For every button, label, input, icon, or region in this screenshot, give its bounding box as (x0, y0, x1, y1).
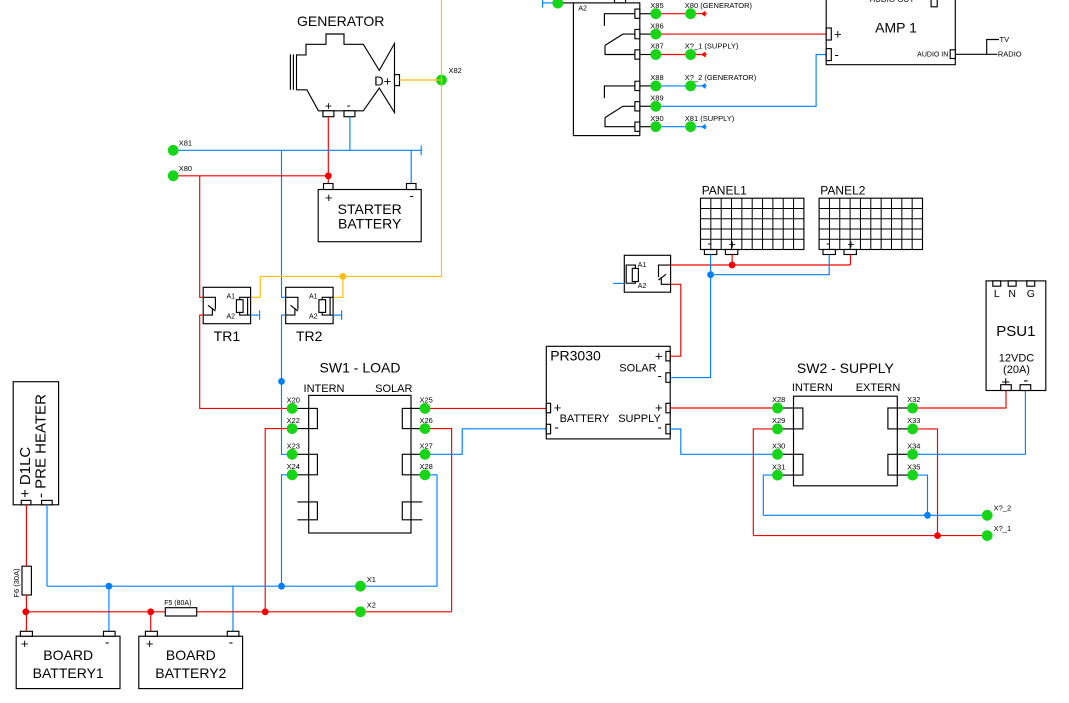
svg-text:X88: X88 (650, 73, 663, 82)
svg-text:PSU1: PSU1 (996, 323, 1035, 340)
svg-text:X29: X29 (772, 416, 785, 425)
svg-text:X22: X22 (287, 416, 300, 425)
svg-text:X1: X1 (367, 575, 376, 584)
svg-text:BATTERY: BATTERY (338, 216, 402, 232)
svg-text:-: - (229, 635, 233, 650)
svg-text:+: + (554, 400, 562, 415)
svg-text:+: + (848, 237, 855, 251)
svg-text:X2: X2 (367, 601, 376, 610)
svg-text:+: + (146, 636, 154, 651)
svg-text:BOARD: BOARD (43, 647, 93, 663)
svg-text:A2: A2 (226, 314, 235, 321)
svg-text:G: G (1027, 288, 1035, 300)
svg-text:SUPPLY: SUPPLY (618, 413, 661, 425)
svg-text:(20A): (20A) (1003, 364, 1030, 376)
svg-text:+: + (655, 400, 663, 415)
svg-text:-: - (826, 236, 830, 250)
svg-text:X28: X28 (420, 462, 433, 471)
svg-text:12VDC: 12VDC (999, 353, 1035, 365)
svg-text:SW1 - LOAD: SW1 - LOAD (320, 359, 401, 375)
svg-text:X26: X26 (420, 416, 433, 425)
svg-text:X80: X80 (179, 164, 192, 173)
svg-text:EXTERN: EXTERN (856, 382, 901, 394)
svg-text:TR1: TR1 (214, 328, 241, 344)
svg-text:+: + (325, 190, 333, 205)
svg-text:BATTERY: BATTERY (560, 413, 610, 425)
svg-text:AUDIO IN: AUDIO IN (917, 52, 948, 59)
svg-text:A1: A1 (226, 293, 235, 300)
svg-text:TV: TV (1000, 35, 1010, 44)
svg-text:TR2: TR2 (296, 328, 323, 344)
svg-text:X86: X86 (650, 21, 663, 30)
svg-text:X90: X90 (650, 114, 663, 123)
svg-text:-: - (708, 236, 712, 250)
svg-text:X31: X31 (772, 462, 785, 471)
svg-text:X?_2 (GENERATOR): X?_2 (GENERATOR) (685, 73, 757, 82)
svg-text:AMP 1: AMP 1 (875, 20, 917, 36)
svg-text:-: - (835, 47, 839, 62)
svg-text:X24: X24 (287, 462, 300, 471)
svg-text:N: N (1008, 288, 1016, 300)
svg-text:A2: A2 (309, 314, 318, 321)
svg-text:PR3030: PR3030 (550, 347, 601, 363)
svg-text:A1: A1 (309, 293, 318, 300)
svg-text:F6 (30A): F6 (30A) (12, 568, 21, 598)
svg-text:X80 (GENERATOR): X80 (GENERATOR) (685, 1, 753, 10)
svg-text:X25: X25 (420, 396, 433, 405)
svg-text:+ D1LC: + D1LC (17, 447, 34, 498)
svg-text:X81 (SUPPLY): X81 (SUPPLY) (685, 114, 735, 123)
svg-text:RADIO: RADIO (998, 50, 1022, 59)
svg-text:A2: A2 (578, 6, 587, 13)
svg-text:X35: X35 (907, 462, 920, 471)
svg-text:PANEL2: PANEL2 (820, 184, 865, 198)
svg-text:BATTERY1: BATTERY1 (33, 665, 104, 681)
svg-text:AUDIO OUT: AUDIO OUT (870, 0, 915, 4)
svg-text:X89: X89 (650, 94, 663, 103)
svg-text:-: - (555, 420, 559, 435)
svg-text:INTERN: INTERN (792, 382, 833, 394)
svg-text:- PRE HEATER: - PRE HEATER (32, 394, 49, 498)
svg-text:SOLAR: SOLAR (375, 383, 412, 395)
svg-text:X32: X32 (907, 395, 920, 404)
svg-text:X?_2: X?_2 (994, 504, 1012, 513)
svg-text:+: + (834, 27, 842, 42)
svg-text:+: + (655, 349, 663, 364)
svg-text:X?_1: X?_1 (994, 524, 1012, 533)
svg-text:-: - (658, 368, 662, 383)
svg-text:X23: X23 (287, 442, 300, 451)
svg-text:PANEL1: PANEL1 (702, 184, 747, 198)
svg-text:A1: A1 (638, 262, 647, 269)
svg-text:-: - (410, 188, 414, 203)
svg-text:SOLAR: SOLAR (619, 362, 656, 374)
svg-text:X27: X27 (420, 442, 433, 451)
svg-text:+: + (21, 636, 29, 651)
svg-text:-: - (658, 420, 662, 435)
svg-text:X30: X30 (772, 442, 785, 451)
svg-text:X87: X87 (650, 42, 663, 51)
svg-text:A2: A2 (638, 283, 647, 290)
svg-text:X20: X20 (287, 396, 300, 405)
svg-text:X?_1 (SUPPLY): X?_1 (SUPPLY) (685, 42, 739, 51)
svg-text:STARTER: STARTER (338, 201, 402, 217)
svg-text:INTERN: INTERN (304, 383, 345, 395)
svg-text:BATTERY2: BATTERY2 (155, 665, 226, 681)
svg-text:-: - (1023, 372, 1028, 389)
svg-text:+: + (325, 99, 332, 113)
svg-text:BOARD: BOARD (166, 647, 216, 663)
svg-text:SW2 - SUPPLY: SW2 - SUPPLY (797, 360, 895, 376)
svg-text:X85: X85 (650, 1, 663, 10)
svg-text:X82: X82 (449, 66, 462, 75)
svg-text:D+: D+ (374, 73, 391, 88)
svg-text:+: + (729, 237, 736, 251)
svg-text:-: - (347, 98, 351, 112)
svg-text:X28: X28 (772, 395, 785, 404)
svg-text:GENERATOR: GENERATOR (297, 13, 384, 29)
svg-text:X34: X34 (907, 442, 920, 451)
svg-text:X33: X33 (907, 416, 920, 425)
svg-text:F5 (80A): F5 (80A) (164, 600, 191, 607)
svg-text:X81: X81 (179, 139, 192, 148)
svg-text:L: L (994, 288, 1000, 300)
svg-text:+: + (1001, 374, 1010, 391)
svg-text:-: - (105, 635, 109, 650)
